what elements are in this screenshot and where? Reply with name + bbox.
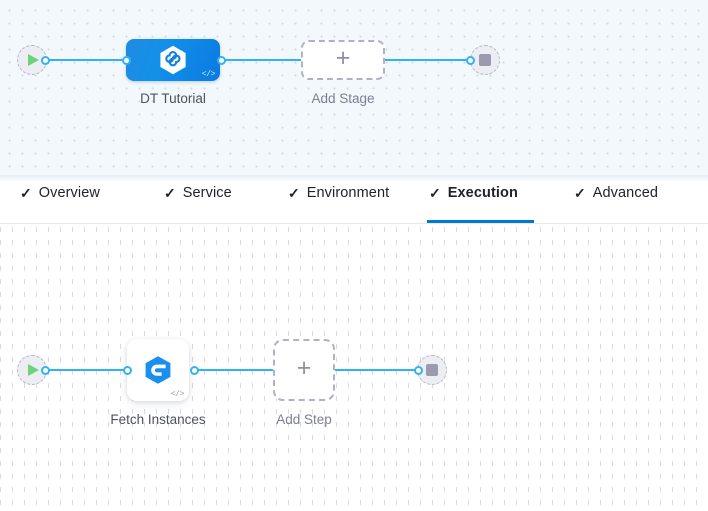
tab-underline <box>162 220 234 223</box>
tab-underline-active <box>427 220 534 223</box>
stage-link-dt-to-add <box>220 59 302 61</box>
stage-node-dt-tutorial[interactable]: </> <box>126 39 220 81</box>
plus-icon: + <box>335 44 351 72</box>
stage-port-dt-out[interactable] <box>216 55 226 65</box>
stop-icon <box>426 364 438 376</box>
step-port-end-in[interactable] <box>414 365 423 375</box>
play-icon <box>28 364 39 376</box>
tab-environment[interactable]: ✓ Environment <box>286 175 391 223</box>
step-port-fetch-in[interactable] <box>123 365 132 375</box>
step-label-fetch-instances: Fetch Instances <box>110 412 206 427</box>
stage-port-end-in[interactable] <box>466 55 475 65</box>
pipeline-stage-canvas[interactable]: </> DT Tutorial + Add Stage <box>0 0 708 175</box>
add-step-label: Add Step <box>276 412 332 427</box>
stage-config-tabs[interactable]: ✓ Overview ✓ Service ✓ Environment ✓ Exe… <box>0 175 708 224</box>
step-port-start-out[interactable] <box>41 365 50 375</box>
tab-underline <box>572 220 660 223</box>
tab-service[interactable]: ✓ Service <box>162 175 234 223</box>
tab-service-label: Service <box>182 184 232 201</box>
check-icon: ✓ <box>574 184 586 201</box>
harness-hexagon-icon <box>159 45 187 75</box>
stage-link-start-to-dt <box>44 59 128 61</box>
check-icon: ✓ <box>288 184 300 201</box>
check-icon: ✓ <box>429 184 441 201</box>
add-stage-button[interactable]: + <box>301 40 385 80</box>
tab-environment-label: Environment <box>306 184 390 201</box>
code-glyph-icon: </> <box>201 70 216 79</box>
step-port-fetch-out[interactable] <box>189 365 199 375</box>
plus-icon: + <box>296 354 312 382</box>
add-stage-label: Add Stage <box>311 91 375 106</box>
step-link-start-to-fetch <box>44 369 128 371</box>
harness-e-hexagon-icon <box>143 355 173 385</box>
tab-overview[interactable]: ✓ Overview <box>18 175 102 223</box>
tab-underline <box>18 220 102 223</box>
stage-label-dt-tutorial: DT Tutorial <box>140 91 206 106</box>
play-icon <box>28 54 39 66</box>
check-icon: ✓ <box>164 184 176 201</box>
stop-icon <box>479 54 491 66</box>
step-link-add-to-end <box>335 369 418 371</box>
tab-advanced-label: Advanced <box>592 184 659 201</box>
grid-background <box>0 224 708 511</box>
execution-step-canvas[interactable]: </> Fetch Instances + Add Step <box>0 224 708 511</box>
add-step-button[interactable]: + <box>273 339 335 401</box>
check-icon: ✓ <box>20 184 32 201</box>
code-glyph-icon: </> <box>170 390 185 399</box>
pipeline-end-node[interactable] <box>470 45 500 75</box>
stage-port-start-out[interactable] <box>41 55 50 65</box>
step-link-fetch-to-add <box>194 369 273 371</box>
execution-end-node[interactable] <box>417 355 447 385</box>
step-node-fetch-instances[interactable]: </> <box>127 339 189 401</box>
tab-underline <box>286 220 391 223</box>
tab-execution[interactable]: ✓ Execution <box>427 175 534 223</box>
tab-execution-label: Execution <box>447 184 518 201</box>
tab-overview-label: Overview <box>38 184 100 201</box>
stage-port-dt-in[interactable] <box>121 55 131 65</box>
stage-link-add-to-end <box>385 59 470 61</box>
tab-advanced[interactable]: ✓ Advanced <box>572 175 660 223</box>
